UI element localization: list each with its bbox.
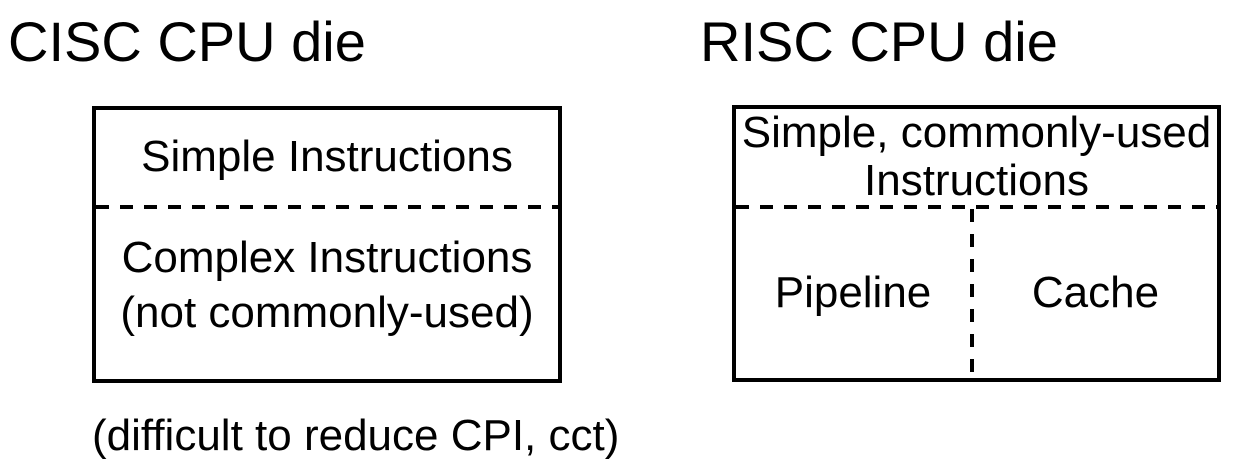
cisc-title: CISC CPU die	[8, 10, 366, 73]
risc-vertical-dashed-line	[970, 209, 974, 378]
cisc-die-box: Simple Instructions Complex Instructions…	[92, 106, 562, 383]
risc-lower-regions: Pipeline Cache	[736, 209, 1217, 378]
risc-cache-label: Cache	[1031, 268, 1160, 318]
cisc-complex-instructions-label: Complex Instructions	[121, 233, 533, 282]
risc-instructions-label: Instructions	[864, 156, 1089, 205]
risc-simple-instructions-region: Simple, commonly-used Instructions	[736, 109, 1217, 205]
cisc-caption: (difficult to reduce CPI, cct)	[92, 411, 620, 460]
cisc-simple-instructions-label: Simple Instructions	[141, 132, 513, 182]
risc-horizontal-dashed-divider	[736, 205, 1217, 209]
risc-title: RISC CPU die	[700, 10, 1058, 73]
risc-pipeline-label: Pipeline	[774, 268, 932, 318]
cisc-horizontal-dashed-divider	[96, 205, 558, 209]
cisc-complex-instructions-region: Complex Instructions (not commonly-used)	[96, 209, 558, 379]
risc-die-box: Simple, commonly-used Instructions Pipel…	[732, 105, 1221, 382]
risc-vertical-dashed-divider	[970, 209, 974, 378]
risc-pipeline-region: Pipeline	[736, 209, 970, 378]
risc-simple-commonly-used-label: Simple, commonly-used	[741, 108, 1212, 157]
cisc-simple-instructions-region: Simple Instructions	[96, 110, 558, 205]
risc-cache-region: Cache	[974, 209, 1217, 378]
cisc-not-commonly-used-label: (not commonly-used)	[120, 288, 534, 337]
